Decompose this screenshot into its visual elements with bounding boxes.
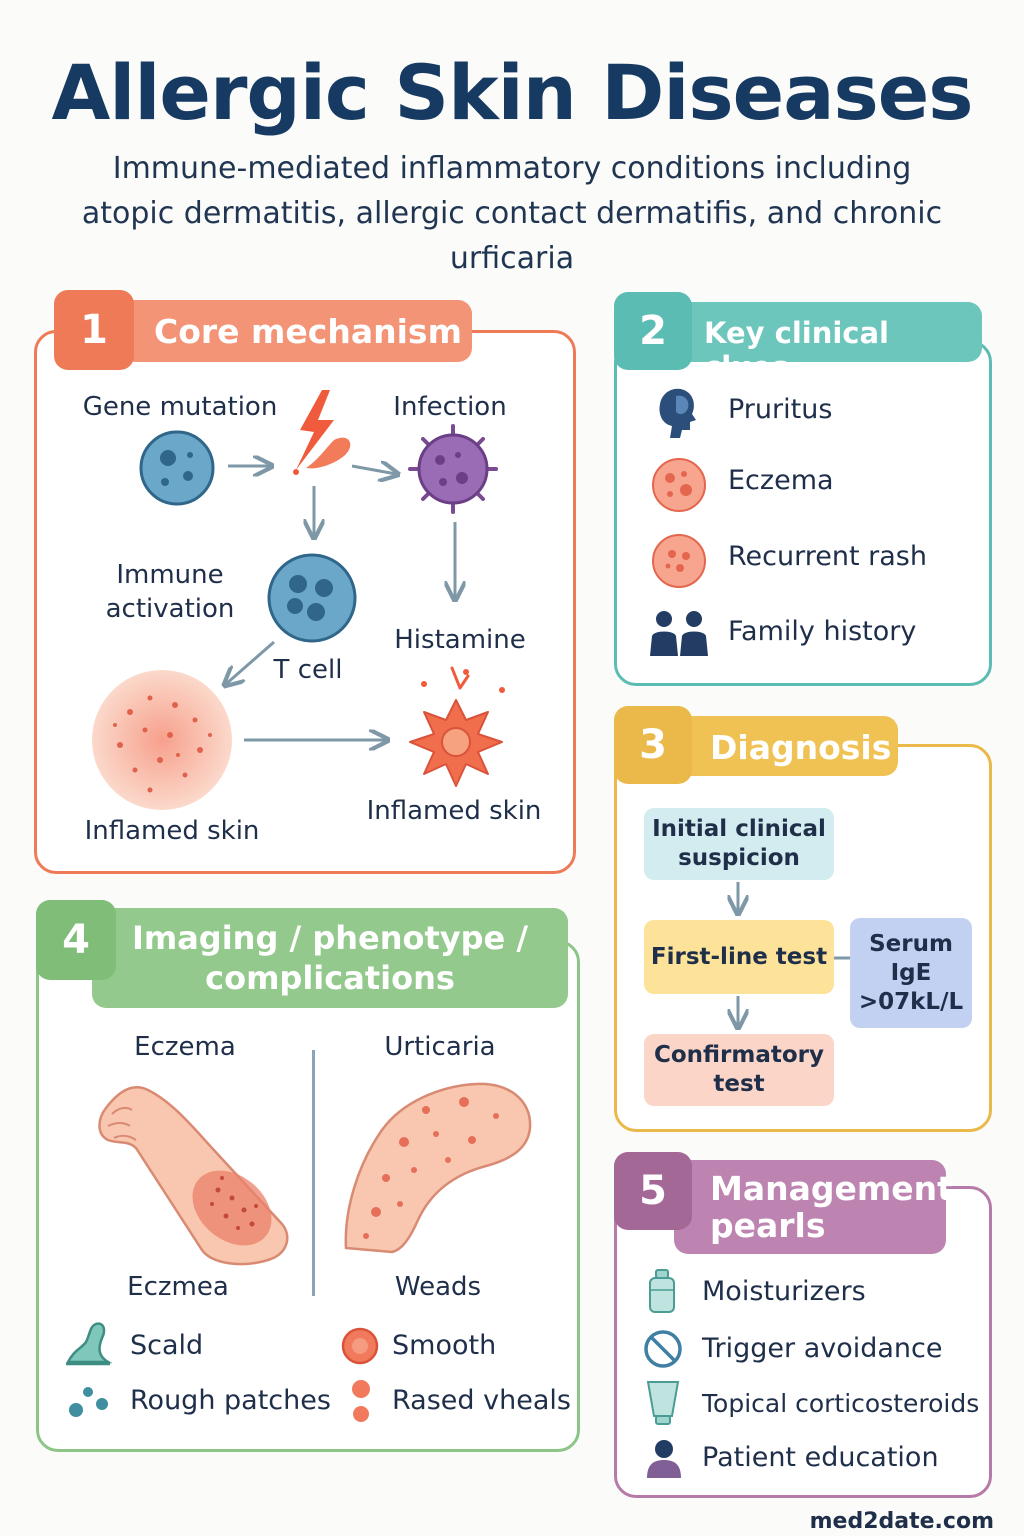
urticaria-caption: Weads [394, 1272, 482, 1302]
section1-title: Core mechanism [154, 312, 462, 351]
section1-number: 1 [54, 290, 134, 370]
pearl-moisturizers: Moisturizers [702, 1276, 866, 1307]
section5-title-tab: Management pearls [674, 1160, 953, 1254]
serum-ige-box: Serum IgE >07kL/L [850, 918, 972, 1028]
section3-number: 3 [614, 706, 692, 784]
page-subtitle: Immune-mediated inflammatory conditions … [60, 146, 964, 281]
eczema-rash-icon [652, 458, 706, 512]
moisturizer-bottle-icon [649, 1269, 675, 1313]
section4-title: Imaging / phenotype / complications [92, 918, 568, 998]
label-gene-mutation: Gene mutation [82, 392, 278, 422]
mast-cell-burst-icon [409, 666, 505, 787]
eczema-arm-illustration [98, 1085, 289, 1266]
section4-title-line-2: complications [205, 959, 455, 997]
feature-rough-patches: Rough patches [130, 1385, 331, 1416]
section5-title-line-1: Management [710, 1169, 953, 1208]
pearl-patient-education: Patient education [702, 1442, 939, 1473]
t-cell-icon [267, 553, 357, 643]
clue-family-history: Family history [728, 616, 917, 647]
first-line-test-box: First-line test [644, 920, 834, 994]
clue-pruritus: Pruritus [728, 394, 833, 425]
section4-number: 4 [36, 900, 116, 980]
section3-title: Diagnosis [710, 728, 892, 767]
label-immune-activation: Immune activation [92, 558, 248, 626]
confirm-line-2: test [713, 1071, 765, 1097]
section-imaging-phenotype [36, 940, 580, 1452]
eczema-caption: Eczmea [127, 1272, 229, 1302]
pearl-trigger-avoidance: Trigger avoidance [702, 1333, 943, 1364]
feature-scald: Scald [130, 1330, 204, 1361]
eczema-heading: Eczema [134, 1032, 236, 1062]
recurrent-rash-icon [652, 534, 706, 588]
footer-website: med2date.com [809, 1509, 994, 1534]
gene-mutation-cell-icon [139, 430, 215, 506]
mechanism-diagram [92, 390, 505, 810]
trigger-avoidance-no-icon [644, 1330, 682, 1368]
section3-title-tab: Diagnosis [676, 716, 898, 776]
virus-icon [408, 424, 498, 514]
section5-number: 5 [614, 1152, 692, 1230]
urticaria-arm-illustration [344, 1082, 532, 1254]
serum-line-1: Serum [869, 930, 953, 957]
feature-smooth: Smooth [392, 1330, 497, 1361]
section5-title: Management pearls [710, 1170, 953, 1244]
serum-line-3: >07kL/L [858, 988, 964, 1015]
feature-raised-wheals: Rased vheals [392, 1385, 571, 1416]
section1-title-tab: Core mechanism [120, 300, 472, 362]
clue-recurrent-rash: Recurrent rash [728, 541, 927, 572]
lightning-icon [293, 390, 351, 475]
smooth-wheal-icon [341, 1327, 379, 1365]
family-people-icon [650, 611, 708, 656]
phenotype-divider [312, 1050, 315, 1296]
inflamed-skin-icon [92, 670, 232, 810]
confirm-line-1: Confirmatory [653, 1042, 825, 1068]
subtitle-line-1: Immune-mediated inflammatory conditions … [112, 151, 912, 186]
label-t-cell: T cell [273, 655, 343, 685]
label-inflamed-skin-right: Inflamed skin [366, 796, 542, 826]
label-infection: Infection [393, 392, 507, 422]
subtitle-line-2: atopic dermatitis, allergic contact derm… [81, 196, 943, 231]
label-histamine: Histamine [394, 625, 526, 655]
pearl-topical-corticosteroids: Topical corticosteroids [702, 1389, 980, 1418]
section2-title-tab: Key clinical clues [676, 302, 982, 384]
first-line-label: First-line test [650, 943, 828, 970]
rough-patches-dots-icon [69, 1387, 108, 1417]
pruritus-head-icon [659, 388, 696, 438]
section2-title: Key clinical clues [704, 316, 889, 384]
urticaria-heading: Urticaria [384, 1032, 496, 1062]
scald-icon [65, 1322, 112, 1366]
subtitle-line-3: urficaria [449, 241, 575, 276]
label-activation: activation [105, 594, 235, 624]
clue-eczema: Eczema [728, 465, 834, 496]
section4-title-tab: Imaging / phenotype / complications [92, 908, 568, 1008]
patient-education-person-icon [647, 1440, 681, 1478]
section4-title-line-1: Imaging / phenotype / [131, 919, 529, 957]
raised-wheals-icon [352, 1380, 370, 1422]
label-inflamed-skin-left: Inflamed skin [84, 816, 260, 846]
initial-line-1: Initial clinical [652, 816, 826, 842]
mechanism-arrows [226, 466, 455, 740]
section5-title-line-2: pearls [710, 1206, 826, 1245]
section2-number: 2 [614, 292, 692, 370]
page-title: Allergic Skin Diseases [51, 48, 973, 137]
corticosteroid-tube-icon [646, 1381, 680, 1425]
initial-clinical-suspicion-box: Initial clinical suspicion [644, 808, 834, 880]
confirmatory-test-box: Confirmatory test [644, 1034, 834, 1106]
diagnosis-arrows [614, 882, 850, 1040]
initial-line-2: suspicion [678, 845, 800, 871]
label-immune: Immune [116, 560, 224, 590]
serum-line-2: IgE [890, 959, 932, 986]
